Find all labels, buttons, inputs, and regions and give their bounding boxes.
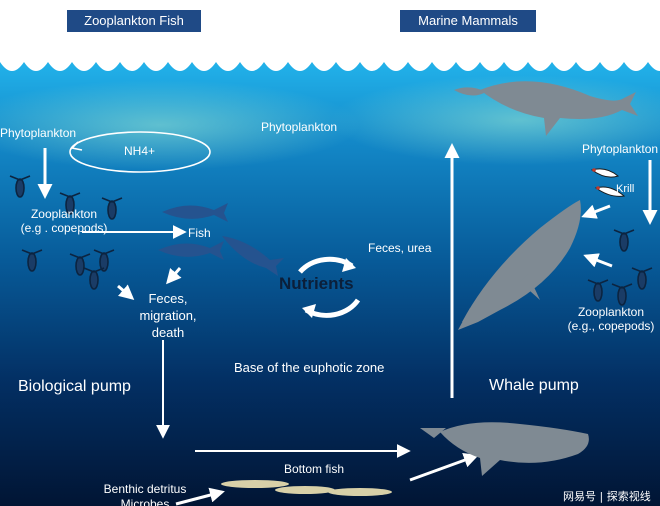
label-feces-migration-death: Feces, migration, death: [126, 290, 210, 341]
label-whale-pump: Whale pump: [489, 377, 579, 394]
label-biological-pump: Biological pump: [18, 378, 131, 395]
label-zooplankton-left: Zooplankton (e.g . copepods): [8, 207, 120, 235]
watermark-text: 网易号 | 探索视线: [563, 490, 651, 503]
label-bottom-fish: Bottom fish: [284, 462, 345, 476]
label-migration: migration,: [139, 308, 197, 323]
header-marine-mammals: Marine Mammals: [400, 10, 536, 32]
arrow-zoo-to-whale: [583, 253, 613, 268]
copepods-right: [587, 229, 653, 306]
label-phytoplankton-left: Phytoplankton: [0, 126, 77, 140]
label-fish: Fish: [188, 226, 211, 240]
whale-diving: [458, 200, 581, 330]
label-phytoplankton-center: Phytoplankton: [261, 120, 338, 134]
label-zooplankton-left-line1: Zooplankton: [30, 207, 98, 221]
label-benthic-detritus: Benthic detritus Microbes: [96, 482, 194, 506]
arrow-zoo-to-feces: [117, 284, 135, 300]
header-zooplankton-fish: Zooplankton Fish: [67, 10, 201, 32]
arrow-fish-to-feces: [166, 267, 182, 285]
label-zooplankton-right: Zooplankton (e.g., copepods): [556, 305, 660, 333]
fish-icons: [158, 203, 284, 276]
label-euphotic-zone: Base of the euphotic zone: [234, 360, 385, 375]
krill-icon: [590, 168, 626, 197]
label-benthic-line1: Benthic detritus: [103, 482, 187, 496]
label-krill: Krill: [616, 183, 635, 195]
label-zooplankton-right-line2: (e.g., copepods): [567, 319, 655, 333]
label-feces-urea: Feces, urea: [368, 241, 432, 255]
ammonium-cycle: [69, 131, 211, 173]
bottom-fish-icons: [221, 480, 392, 496]
label-microbes: Microbes: [120, 497, 170, 506]
label-ammonium: NH4+: [124, 144, 156, 158]
whale-deep: [420, 422, 589, 476]
copepods-left: [9, 175, 123, 290]
whale-surface: [454, 81, 638, 136]
ammonium-cycle-arrowhead: [70, 141, 83, 151]
nutrients-cycle-icon: [298, 256, 361, 318]
arrow-detritus: [175, 487, 225, 506]
label-feces: Feces,: [148, 291, 188, 306]
label-zooplankton-left-line2: (e.g . copepods): [20, 221, 108, 235]
arrow-krill-to-whale: [581, 204, 611, 219]
arrow-bottomfish-to-whale: [409, 453, 479, 482]
phytoplankton-glow-left: [0, 80, 360, 170]
label-zooplankton-right-line1: Zooplankton: [577, 305, 645, 319]
label-death: death: [151, 325, 185, 340]
label-nutrients: Nutrients: [279, 274, 354, 293]
label-phytoplankton-right: Phytoplankton: [582, 142, 659, 156]
